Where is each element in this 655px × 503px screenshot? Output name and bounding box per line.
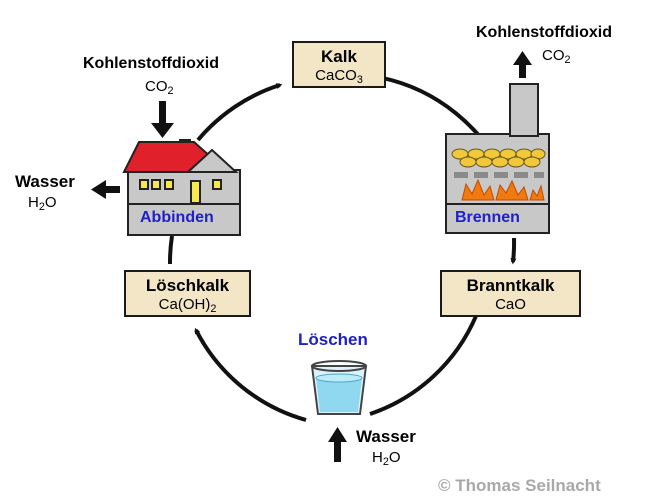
- co2-left-label: Kohlenstoffdioxid: [83, 55, 219, 72]
- copyright-notice: © Thomas Seilnacht: [438, 476, 601, 495]
- co2-left-formula: CO2: [145, 78, 174, 98]
- cycle-arrow-abbinden-to-kalk: [196, 83, 283, 142]
- co2-right-label: Kohlenstoffdioxid: [476, 24, 612, 41]
- cycle-arrow-loeschkalk-to-abbinden: [167, 235, 174, 265]
- kiln-icon: [445, 83, 550, 234]
- box-kalk: Kalk CaCO3: [292, 41, 386, 88]
- co2-in-arrow-shaft: [159, 101, 166, 125]
- house-icon: [122, 139, 241, 236]
- box-branntkalk: Branntkalk CaO: [440, 270, 581, 317]
- cycle-arrow-brennen-to-branntkalk: [510, 237, 517, 265]
- step-label-brennen: Brennen: [455, 209, 520, 226]
- co2-out-arrow-shaft: [519, 63, 526, 78]
- water-out-arrow-shaft: [104, 186, 120, 193]
- cycle-arrow-branntkalk-to-loeschen: [369, 315, 478, 416]
- water-bottom-label: Wasser: [356, 427, 416, 446]
- kalk-name: Kalk: [321, 47, 357, 66]
- loeschkalk-formula: Ca(OH)2: [158, 296, 217, 316]
- branntkalk-formula: CaO: [495, 296, 526, 313]
- water-in-arrow-shaft: [334, 440, 341, 462]
- co2-in-arrow-head: [151, 123, 174, 138]
- water-left-formula: H2O: [28, 194, 57, 214]
- co2-right-formula: CO2: [542, 47, 571, 67]
- kalk-formula: CaCO3: [315, 67, 363, 87]
- water-left-label: Wasser: [15, 172, 75, 191]
- step-label-abbinden: Abbinden: [140, 209, 214, 226]
- cycle-arrow-loeschen-to-loeschkalk: [194, 327, 307, 422]
- water-bottom-formula: H2O: [372, 449, 401, 469]
- box-loeschkalk: Löschkalk Ca(OH)2: [124, 270, 251, 317]
- water-glass-icon: [310, 360, 368, 415]
- co2-out-arrow-head: [513, 51, 532, 65]
- water-out-arrow-head: [91, 180, 106, 199]
- step-label-loeschen: Löschen: [298, 330, 368, 349]
- flow-arrows: [91, 51, 532, 462]
- loeschkalk-name: Löschkalk: [145, 276, 230, 295]
- water-in-arrow-head: [328, 427, 347, 442]
- branntkalk-name: Branntkalk: [466, 276, 555, 295]
